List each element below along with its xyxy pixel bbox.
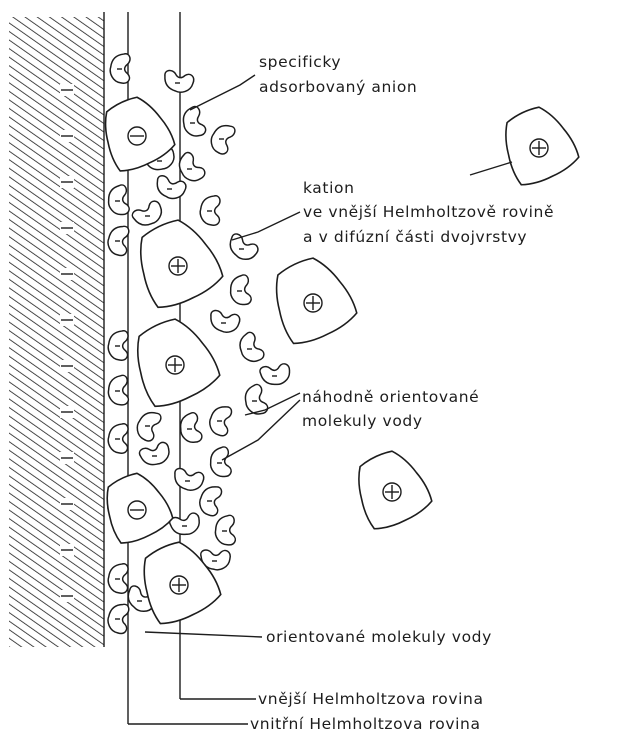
label-cation-3: a v difúzní části dvojvrstvy xyxy=(303,228,527,246)
label-outer-plane: vnější Helmholtzova rovina xyxy=(258,690,484,708)
water-molecule xyxy=(208,310,240,335)
water-molecule xyxy=(162,70,194,95)
label-cation-2: ve vnější Helmholtzově rovině xyxy=(303,203,554,221)
label-random-water-1: náhodně orientované xyxy=(302,388,479,406)
leader-specific-anion xyxy=(190,75,255,110)
water-molecule xyxy=(169,511,202,538)
water-molecule xyxy=(138,440,172,469)
label-random-water-2: molekuly vody xyxy=(302,412,423,430)
leader-oriented-water xyxy=(145,632,262,637)
water-molecule xyxy=(173,151,207,186)
water-molecule xyxy=(172,468,204,493)
label-inner-plane: vnitřní Helmholtzova rovina xyxy=(250,715,481,733)
label-oriented-water: orientované molekuly vody xyxy=(266,628,492,646)
label-specific-anion-1: specificky xyxy=(259,53,341,71)
leader-cation-far xyxy=(470,162,512,175)
label-specific-anion-2: adsorbovaný anion xyxy=(259,78,417,96)
water-molecule xyxy=(259,363,291,388)
ions xyxy=(106,97,579,623)
water-molecule xyxy=(154,175,187,202)
label-cation-1: kation xyxy=(303,179,355,197)
electrode xyxy=(9,12,104,647)
leader-cation xyxy=(232,212,300,240)
electrode-hatching xyxy=(9,17,104,647)
